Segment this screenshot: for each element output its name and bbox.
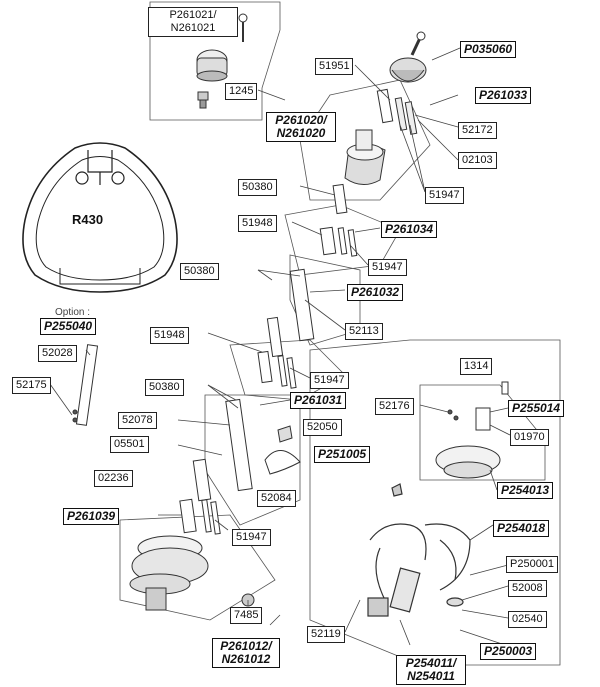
- label-p261039: P261039: [63, 508, 120, 525]
- option-rod: [72, 344, 99, 426]
- label-51948-a: 51948: [238, 215, 277, 232]
- label-p261012: P261012/ N261012: [212, 638, 280, 668]
- label-52176: 52176: [375, 398, 414, 415]
- label-p254018: P254018: [493, 520, 550, 537]
- label-p261032: P261032: [347, 284, 404, 301]
- label-52050: 52050: [303, 419, 342, 436]
- label-p261020: P261020/ N261020: [266, 112, 336, 142]
- mast-sections: [179, 183, 358, 535]
- label-01970: 01970: [510, 429, 549, 446]
- label-p255014: P255014: [508, 400, 565, 417]
- reel-assembly: [435, 381, 509, 479]
- label-p261033: P261033: [475, 87, 532, 104]
- section3-outline: [229, 339, 346, 401]
- section4-outline: [204, 394, 301, 526]
- label-52028: 52028: [38, 345, 77, 362]
- label-p254013: P254013: [497, 482, 554, 499]
- section1-outline: [284, 204, 401, 276]
- r430-profile: [22, 142, 178, 293]
- label-51948-b: 51948: [150, 327, 189, 344]
- leader-lines: [49, 47, 521, 651]
- label-52078: 52078: [118, 412, 157, 429]
- label-p261034: P261034: [381, 221, 438, 238]
- label-52172: 52172: [458, 122, 497, 139]
- top-left-parts: [196, 13, 248, 109]
- label-p251005: P251005: [314, 446, 371, 463]
- section2-outline: [289, 254, 361, 346]
- label-p261021: P261021/ N261021: [148, 7, 238, 37]
- label-02236: 02236: [94, 470, 133, 487]
- label-50380-c: 50380: [145, 379, 184, 396]
- mast-head: [344, 31, 427, 185]
- base-spool: [129, 535, 255, 611]
- label-51947-b: 51947: [368, 259, 407, 276]
- label-02540: 02540: [508, 611, 547, 628]
- label-p254011: P254011/ N254011: [396, 655, 466, 685]
- label-52175: 52175: [12, 377, 51, 394]
- label-05501: 05501: [110, 436, 149, 453]
- label-52113: 52113: [345, 323, 383, 340]
- label-1245: 1245: [225, 83, 258, 100]
- stand-assembly: [367, 483, 471, 617]
- label-52119: 52119: [307, 626, 345, 643]
- label-p250003: P250003: [480, 643, 537, 660]
- label-52084: 52084: [257, 490, 296, 507]
- clamp-part: [264, 425, 301, 475]
- right-group-outline: [309, 339, 561, 666]
- label-51951: 51951: [315, 58, 353, 75]
- label-p255040: P255040: [40, 318, 97, 335]
- label-p035060: P035060: [460, 41, 517, 58]
- label-7485: 7485: [230, 607, 263, 624]
- label-51947-c: 51947: [310, 372, 349, 389]
- label-1314: 1314: [460, 358, 493, 375]
- label-50380-b: 50380: [180, 263, 219, 280]
- pump-group-outline: [419, 384, 546, 481]
- profile-label: R430: [72, 212, 104, 227]
- label-02103: 02103: [458, 152, 497, 169]
- top-group-outline: [149, 1, 281, 121]
- label-50380-a: 50380: [238, 179, 277, 196]
- label-p250001: P250001: [506, 556, 559, 573]
- option-label: Option :: [55, 307, 91, 318]
- label-p261031: P261031: [290, 392, 347, 409]
- label-51947-d: 51947: [232, 529, 271, 546]
- label-52008: 52008: [508, 580, 547, 597]
- label-51947-a: 51947: [425, 187, 464, 204]
